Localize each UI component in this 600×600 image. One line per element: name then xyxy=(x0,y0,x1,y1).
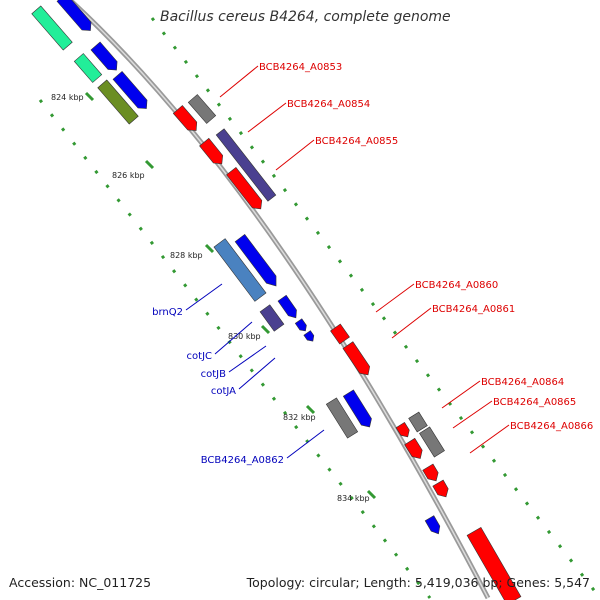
gene-red[interactable] xyxy=(395,422,412,439)
gene-label[interactable]: BCB4264_A0853 xyxy=(259,62,342,73)
ruler-track-outer xyxy=(150,17,600,599)
leader-line xyxy=(375,283,415,313)
gene-blue[interactable] xyxy=(277,294,300,320)
ruler-label: 826 kbp xyxy=(112,171,145,180)
gene-blue[interactable] xyxy=(342,389,374,430)
leader-line xyxy=(391,307,432,339)
gene-red[interactable] xyxy=(342,341,373,379)
leader-line xyxy=(214,321,253,355)
gene-teal[interactable] xyxy=(31,5,73,51)
gene-label[interactable]: BCB4264_A0861 xyxy=(432,304,515,315)
gene-label[interactable]: brnQ2 xyxy=(152,307,183,318)
gene-teal[interactable] xyxy=(73,53,103,83)
gene-gray[interactable] xyxy=(419,426,445,458)
ruler-tick xyxy=(305,404,316,415)
gene-blue[interactable] xyxy=(112,71,151,112)
gene-label[interactable]: cotJB xyxy=(201,369,226,380)
leader-line xyxy=(238,357,276,390)
gene-gray[interactable] xyxy=(325,397,359,439)
leader-line xyxy=(452,400,493,429)
gene-steelblue[interactable] xyxy=(213,238,267,302)
gene-slate[interactable] xyxy=(215,128,277,202)
ruler-tick xyxy=(366,489,377,500)
ruler-tick xyxy=(144,159,155,170)
gene-red[interactable] xyxy=(226,166,265,212)
gene-slate[interactable] xyxy=(259,304,285,332)
accession-label: Accession: NC_011725 xyxy=(9,575,152,590)
gene-labels-red: BCB4264_A0853 BCB4264_A0854 BCB4264_A085… xyxy=(259,62,593,432)
gene-gray[interactable] xyxy=(408,411,428,433)
gene-labels-blue: brnQ2 cotJC cotJB cotJA BCB4264_A0862 xyxy=(152,307,284,466)
gene-label[interactable]: BCB4264_A0854 xyxy=(287,99,370,110)
ruler-label: 830 kbp xyxy=(228,332,261,341)
gene-blue[interactable] xyxy=(56,0,95,35)
leader-line xyxy=(469,424,510,454)
gene-label[interactable]: BCB4264_A0865 xyxy=(493,397,576,408)
gene-blue[interactable] xyxy=(424,515,443,537)
ruler-label: 828 kbp xyxy=(170,251,203,260)
gene-blue[interactable] xyxy=(90,41,121,74)
gene-gray[interactable] xyxy=(187,94,217,124)
gene-label[interactable]: BCB4264_A0855 xyxy=(315,136,398,147)
ruler-tick xyxy=(84,91,95,102)
gene-red[interactable] xyxy=(422,463,442,484)
gene-red[interactable] xyxy=(432,479,451,500)
gene-red[interactable] xyxy=(330,323,350,345)
ruler-label: 832 kbp xyxy=(283,413,316,422)
gene-red[interactable] xyxy=(466,526,522,600)
gene-label[interactable]: BCB4264_A0866 xyxy=(510,421,593,432)
genome-backbone-highlight xyxy=(69,0,489,599)
genome-summary: Topology: circular; Length: 5,419,036 bp… xyxy=(246,575,590,590)
gene-label[interactable]: BCB4264_A0864 xyxy=(481,377,564,388)
leader-line xyxy=(275,139,315,171)
ruler-label: 834 kbp xyxy=(337,494,370,503)
leader-line xyxy=(228,345,267,373)
gene-label[interactable]: cotJA xyxy=(211,386,236,397)
ruler-tick xyxy=(260,324,271,335)
gene-blue[interactable] xyxy=(234,234,281,289)
gene-blue[interactable] xyxy=(294,318,308,333)
ruler-tick xyxy=(204,243,215,254)
leader-line xyxy=(441,380,481,409)
leader-line xyxy=(247,102,287,133)
gene-label[interactable]: cotJC xyxy=(187,351,212,362)
gene-features xyxy=(31,0,522,600)
map-title: Bacillus cereus B4264, complete genome xyxy=(160,9,451,25)
gene-label[interactable]: BCB4264_A0862 xyxy=(201,455,284,466)
label-leaders-red xyxy=(219,65,510,454)
gene-blue[interactable] xyxy=(303,330,316,344)
leader-line xyxy=(185,283,223,311)
gene-red[interactable] xyxy=(172,105,200,134)
gene-red[interactable] xyxy=(404,437,426,461)
ruler-label: 824 kbp xyxy=(51,93,84,102)
gene-red[interactable] xyxy=(199,137,227,167)
label-leaders-blue xyxy=(185,283,325,459)
leader-line xyxy=(286,429,325,459)
leader-line xyxy=(219,65,259,98)
ruler-labels: 824 kbp 826 kbp 828 kbp 830 kbp 832 kbp … xyxy=(51,93,370,503)
gene-olive[interactable] xyxy=(97,79,139,125)
ruler-ticks xyxy=(84,91,377,500)
gene-label[interactable]: BCB4264_A0860 xyxy=(415,280,498,291)
